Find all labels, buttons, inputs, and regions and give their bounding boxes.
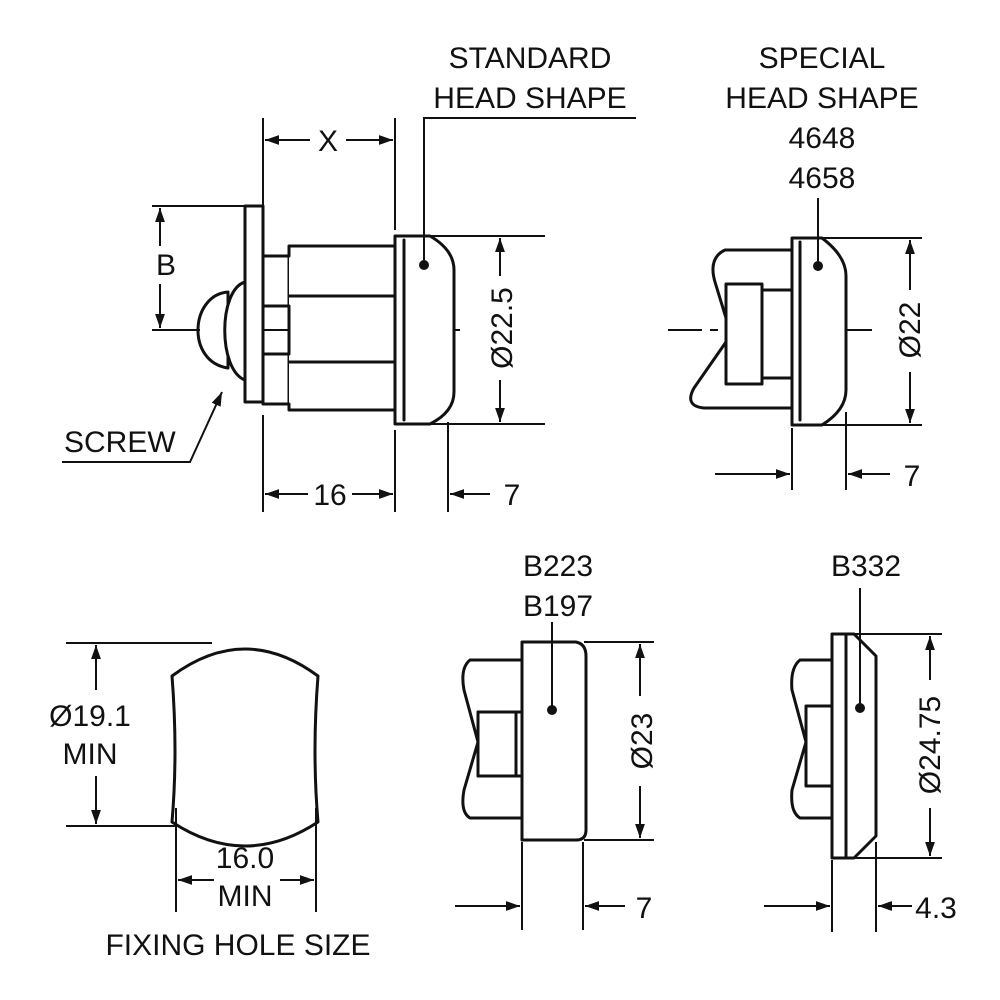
dim-7c: 7 (636, 892, 653, 925)
cam-lug-top (261, 254, 291, 308)
dim-dia-19-1-min: MIN (63, 738, 118, 771)
standard-head-title-2: HEAD SHAPE (433, 82, 626, 115)
cam-lug-bottom (261, 352, 291, 406)
b197-label: B197 (523, 590, 593, 623)
standard-head-title-1: STANDARD (449, 42, 612, 75)
dim-16: 16 (313, 479, 346, 512)
cam-plate (243, 204, 265, 404)
dim-7b: 7 (904, 460, 921, 493)
special-head (790, 236, 848, 427)
b332-head (830, 632, 878, 860)
screw-label: SCREW (64, 426, 176, 459)
special-head-view: Ø22 7 SPECIAL HEAD SHAPE 4648 4658 (668, 42, 927, 493)
standard-head (393, 234, 456, 426)
screw-dome (196, 290, 230, 370)
special-title-2: HEAD SHAPE (725, 82, 918, 115)
dim-dia-23: Ø23 (626, 713, 659, 770)
b332-view: Ø24.75 4.3 B332 (764, 550, 957, 932)
dim-16-0-min: MIN (218, 880, 273, 913)
dim-7a: 7 (504, 479, 521, 512)
dim-16-0: 16.0 (216, 842, 274, 875)
lock-body (287, 244, 397, 412)
dim-dia-19-1: Ø19.1 (49, 700, 131, 733)
fixing-hole-view: Ø19.1 MIN 16.0 MIN FIXING HOLE SIZE (49, 642, 371, 962)
dim-dia-22: Ø22 (894, 302, 927, 359)
special-title-4: 4658 (789, 162, 856, 195)
standard-lock-view: X B 16 7 Ø22.5 SCREW STANDARD HEAD SHAPE (62, 42, 636, 512)
b332-label: B332 (831, 550, 901, 583)
dim-4-3: 4.3 (915, 892, 957, 925)
b223-label: B223 (523, 550, 593, 583)
standard-leader (423, 117, 636, 265)
dim-b: B (156, 249, 176, 282)
dim-x: X (318, 125, 338, 158)
b223-head (520, 640, 588, 842)
special-title-3: 4648 (789, 122, 856, 155)
special-title-1: SPECIAL (759, 42, 886, 75)
dim-dia-22-5: Ø22.5 (486, 287, 519, 369)
b223-view: Ø23 7 B223 B197 (455, 550, 659, 930)
fixing-hole-shape (170, 647, 320, 848)
dim-dia-24-75: Ø24.75 (914, 696, 947, 794)
screw-washer (223, 280, 247, 382)
fixing-hole-caption: FIXING HOLE SIZE (105, 929, 370, 962)
